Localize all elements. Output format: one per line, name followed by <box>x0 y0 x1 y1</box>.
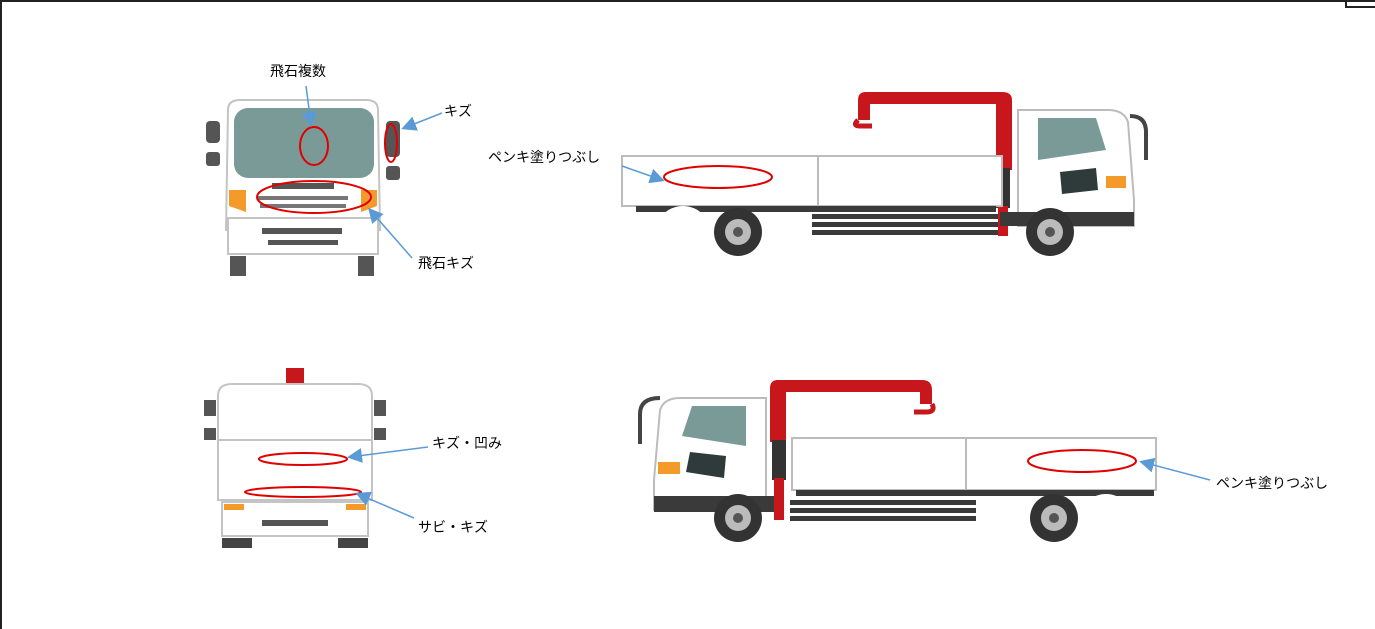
truck-front-view <box>206 99 400 276</box>
truck-right-side-view <box>638 380 1157 550</box>
damage-mark-mirror <box>384 123 398 163</box>
mirror-right-bottom <box>386 166 400 180</box>
damage-mark-windshield <box>299 126 329 166</box>
arrow-mirror <box>401 112 443 131</box>
label-left-side-panel: ペンキ塗りつぶし <box>488 150 601 166</box>
damage-mark-right-panel <box>1027 449 1137 473</box>
arrow-grille <box>368 207 413 259</box>
arrow-left-panel <box>621 165 665 184</box>
label-rear-lower: サビ・キズ <box>418 520 488 536</box>
label-front-windshield: 飛石複数 <box>270 64 326 80</box>
arrow-rear-upper <box>347 446 429 463</box>
label-front-mirror: キズ <box>444 104 472 120</box>
damage-mark-grille <box>256 180 372 214</box>
label-right-side-panel: ペンキ塗りつぶし <box>1216 476 1329 492</box>
front-windshield <box>234 108 374 178</box>
arrow-rear-lower <box>355 491 415 519</box>
label-rear-upper: キズ・凹み <box>432 436 502 452</box>
arrow-right-panel <box>1139 457 1211 481</box>
truck-left-side-view <box>621 92 1148 262</box>
callout-arrows <box>301 85 1211 519</box>
label-front-grille: 飛石キズ <box>418 256 474 272</box>
damage-mark-rear-upper <box>258 452 348 466</box>
mirror-left-top <box>206 121 220 143</box>
mirror-left-bottom <box>206 152 220 166</box>
truck-rear-view <box>204 368 386 548</box>
arrow-windshield <box>301 85 317 127</box>
corner-tab <box>1345 0 1375 8</box>
